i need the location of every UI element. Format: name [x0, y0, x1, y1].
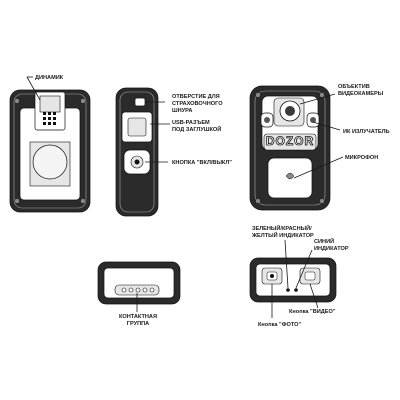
speaker-holes — [43, 112, 56, 125]
front-screws — [255, 92, 325, 204]
lens-core — [285, 106, 295, 116]
label-photo-button: Кнопка "ФОТО" — [258, 322, 301, 328]
back-screws — [14, 98, 86, 204]
bottom-view — [97, 261, 181, 305]
usb-port — [127, 117, 147, 137]
label-contact-2: ГРУППА — [127, 321, 149, 327]
label-indicator-1: ЗЕЛЕНЫЙ/КРАСНЫЙ/ — [252, 224, 312, 232]
power-icon — [134, 159, 140, 165]
label-blue-indicator-2: ИНДИКАТОР — [314, 246, 349, 252]
label-camera-lens-1: ОБЪЕКТИВ — [338, 84, 370, 90]
video-button-leader — [309, 283, 319, 309]
indicator-leader — [284, 239, 289, 289]
brand-logo: DOZOR — [266, 134, 314, 148]
speaker-grill — [39, 95, 61, 113]
label-lanyard-2: СТРАХОВОЧНОГО — [172, 101, 223, 107]
camera-lens-leader — [299, 93, 336, 105]
label-indicator-2: ЖЕЛТЫЙ ИНДИКАТОР — [251, 231, 314, 239]
label-camera-lens-2: ВИДЕОКАМЕРЫ — [338, 91, 384, 97]
video-icon — [304, 271, 316, 281]
label-ir-emitter: ИК ИЗЛУЧАТЕЛЬ — [343, 129, 390, 135]
back-clip-mount — [32, 144, 68, 180]
indicator-led — [286, 288, 290, 292]
label-contact-1: КОНТАКТНАЯ — [119, 314, 157, 320]
label-usb-2: ПОД ЗАГЛУШКОЙ — [172, 125, 221, 133]
label-lanyard-1: ОТВЕРСТИЕ ДЛЯ — [172, 94, 220, 100]
speaker-leader — [26, 76, 41, 101]
blue-indicator-led — [294, 288, 298, 292]
label-microphone: МИКРОФОН — [345, 155, 378, 161]
lanyard-hole — [134, 97, 146, 107]
front-view: DOZOR — [249, 85, 331, 211]
microphone-leader — [293, 156, 344, 179]
label-lanyard-3: ШНУРА — [172, 108, 192, 114]
label-video-button: Кнопка "ВИДЕО" — [289, 309, 336, 315]
label-speaker: ДИНАМИК — [35, 75, 64, 81]
label-usb-1: USB-РАЗЪЕМ — [172, 120, 210, 126]
contact-pins — [121, 287, 155, 293]
label-blue-indicator-1: СИНИЙ — [314, 237, 334, 245]
blue-indicator-leader — [295, 249, 313, 289]
top-view — [249, 257, 337, 303]
back-view — [9, 76, 91, 213]
label-power-button: КНОПКА "ВКЛ/ВЫКЛ" — [172, 160, 232, 166]
side-view — [115, 87, 159, 217]
ir-emitter-leader — [312, 121, 341, 131]
microphone-icon — [285, 172, 295, 180]
brand-plate — [263, 133, 317, 151]
